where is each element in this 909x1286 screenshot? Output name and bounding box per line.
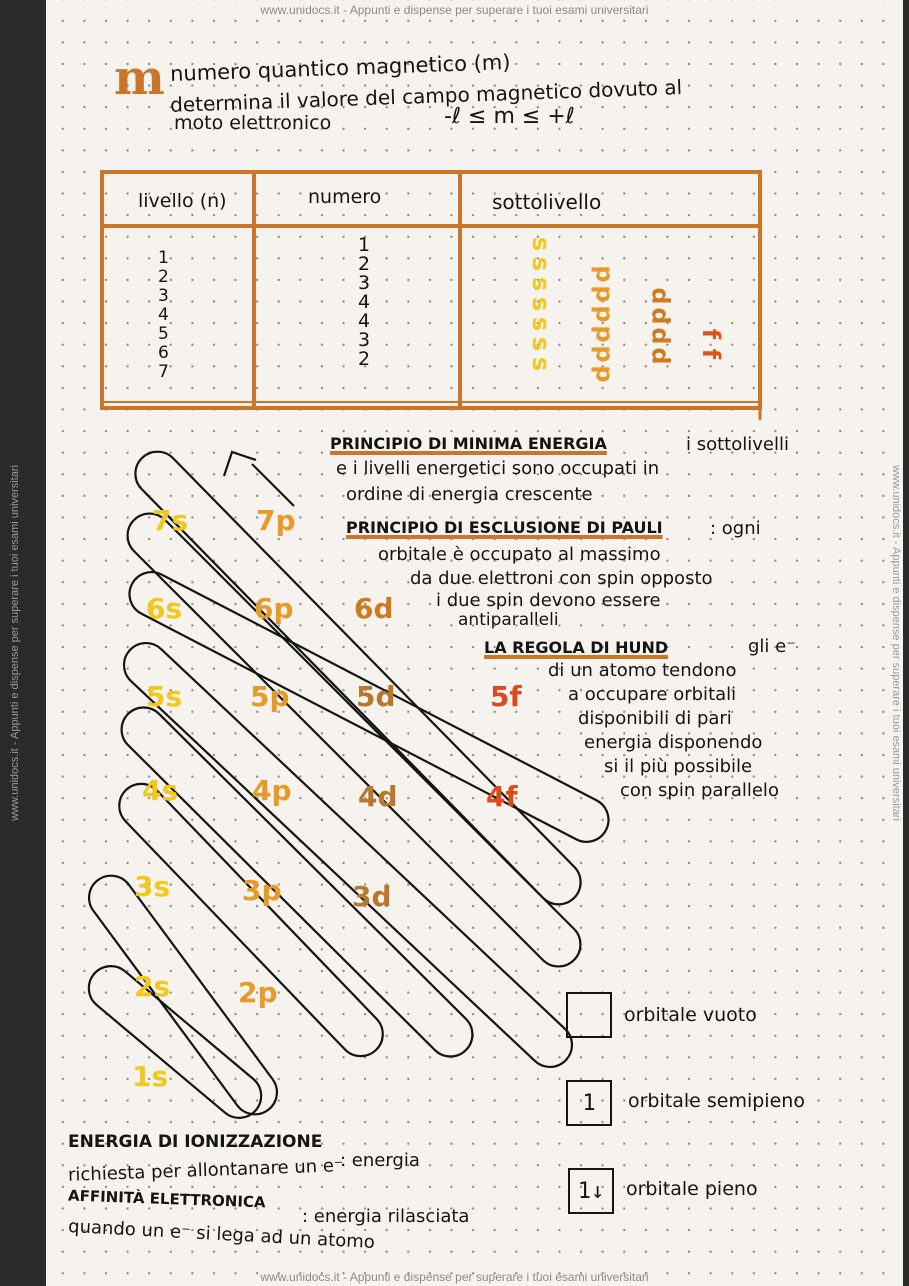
pauli-line-4: i due spin devono essere xyxy=(436,590,661,611)
aufbau-diagram: 7s 7p 6s 6p 6d 5s 5p 5d 5f 4s 4p 4d 4f 3s 3p 3d 2s 2p 1s xyxy=(87,450,610,1119)
orbital-label-7p: 7p xyxy=(256,504,296,537)
notebook-page: m numero quantico magnetico (m) determin… xyxy=(46,0,903,1286)
min-energy-line-2: e i livelli energetici sono occupati in xyxy=(336,458,660,479)
arrow-icon xyxy=(222,450,295,507)
table-number-value: 3 xyxy=(358,329,371,351)
table-level-value: 2 xyxy=(158,267,169,287)
diagonal-loop xyxy=(134,450,582,906)
diagonal-loops xyxy=(87,450,610,1119)
watermark-bottom: www.unidocs.it - Appunti e dispense per … xyxy=(260,1270,649,1284)
table-header-livello: livello (n) xyxy=(138,190,227,212)
affinity-line-1: : energia rilasciata xyxy=(302,1206,470,1227)
min-energy-line-3: ordine di energia crescente xyxy=(346,484,593,505)
pauli-line-2: orbitale è occupato al massimo xyxy=(378,544,661,565)
intro-line-3: moto elettronico xyxy=(174,112,332,134)
orbital-labels: 7s 7p 6s 6p 6d 5s 5p 5d 5f 4s 4p 4d 4f 3s 3p 3d 2s 2p 1s xyxy=(132,504,522,1093)
table-level-value: 5 xyxy=(158,324,169,344)
watermark-left: www.unidocs.it - Appunti e dispense per … xyxy=(9,465,21,821)
legend-full-orbital-box: 1↓ xyxy=(568,1168,614,1214)
orbital-label-4f: 4f xyxy=(486,780,518,813)
legend-empty-orbital-box xyxy=(566,992,612,1038)
table-header-sottolivello: sottolivello xyxy=(492,190,602,214)
hund-line-6: si il più possibile xyxy=(604,756,753,777)
table-number-value: 2 xyxy=(358,253,371,275)
orbital-label-3d: 3d xyxy=(352,880,392,913)
table-number-value: 4 xyxy=(358,310,371,332)
orbital-label-3p: 3p xyxy=(242,874,282,907)
min-energy-title: PRINCIPIO DI MINIMA ENERGIA xyxy=(330,434,607,453)
pauli-title: PRINCIPIO DI ESCLUSIONE DI PAULI xyxy=(346,518,663,537)
watermark-right: www.unidocs.it - Appunti e dispense per … xyxy=(890,465,902,821)
table-level-value: 1 xyxy=(158,248,169,268)
orbital-label-5s: 5s xyxy=(146,680,182,713)
hund-line-7: con spin parallelo xyxy=(620,780,779,801)
orbital-label-3s: 3s xyxy=(134,870,170,903)
intro-formula: -ℓ ≤ m ≤ +ℓ xyxy=(444,104,575,129)
diagonal-loop xyxy=(126,512,582,968)
orbital-label-5d: 5d xyxy=(356,680,396,713)
orbital-label-2p: 2p xyxy=(238,976,278,1009)
table-level-value: 3 xyxy=(158,286,169,306)
quantum-table xyxy=(100,170,762,420)
orbital-label-6p: 6p xyxy=(254,592,294,625)
table-number-value: 2 xyxy=(358,348,371,370)
hund-line-2: di un atomo tendono xyxy=(548,660,737,681)
ionization-title: ENERGIA DI IONIZZAZIONE xyxy=(68,1132,323,1152)
table-header-numero: numero xyxy=(308,186,382,208)
orbital-label-7s: 7s xyxy=(152,504,188,537)
legend-empty-orbital-text: orbitale vuoto xyxy=(624,1004,757,1026)
orbital-label-6s: 6s xyxy=(146,592,182,625)
big-letter-m: m xyxy=(114,50,165,106)
diagonal-loop xyxy=(87,965,263,1119)
table-number-value: 1 xyxy=(358,234,371,256)
hund-line-4: disponibili di pari xyxy=(578,708,732,729)
legend-full-orbital-text: orbitale pieno xyxy=(626,1178,758,1200)
orbital-label-4p: 4p xyxy=(252,774,292,807)
diagonal-loop xyxy=(122,641,574,1069)
legend-half-orbital-box: 1 xyxy=(566,1080,612,1126)
hund-line-5: energia disponendo xyxy=(584,732,763,753)
pauli-line-5: antiparalleli xyxy=(458,610,559,630)
orbital-label-6d: 6d xyxy=(354,592,394,625)
orbital-label-4s: 4s xyxy=(142,774,178,807)
orbital-label-5p: 5p xyxy=(250,680,290,713)
diagonal-loop xyxy=(87,874,279,1116)
table-level-value: 6 xyxy=(158,343,169,363)
hund-title: LA REGOLA DI HUND xyxy=(484,638,669,657)
table-number-value: 4 xyxy=(358,291,371,313)
diagonal-loop xyxy=(120,706,474,1058)
legend-half-orbital-text: orbitale semipieno xyxy=(628,1090,805,1112)
orbital-label-2s: 2s xyxy=(134,970,170,1003)
min-energy-line-1: i sottolivelli xyxy=(686,434,789,455)
pauli-line-1: : ogni xyxy=(710,518,761,539)
table-level-value: 7 xyxy=(158,362,169,382)
table-number-value: 3 xyxy=(358,272,371,294)
diagonal-loop xyxy=(128,571,610,843)
diagonal-loop xyxy=(118,782,384,1058)
orbital-label-1s: 1s xyxy=(132,1060,168,1093)
pauli-line-3: da due elettroni con spin opposto xyxy=(410,568,713,589)
table-level-value: 4 xyxy=(158,305,169,325)
orbital-label-4d: 4d xyxy=(358,780,398,813)
orbital-label-5f: 5f xyxy=(490,680,522,713)
ionization-line-1: : energia xyxy=(340,1150,420,1171)
watermark-top: www.unidocs.it - Appunti e dispense per … xyxy=(260,3,649,17)
hund-line-3: a occupare orbitali xyxy=(568,684,737,705)
hund-line-1: gli e⁻ xyxy=(748,636,796,657)
